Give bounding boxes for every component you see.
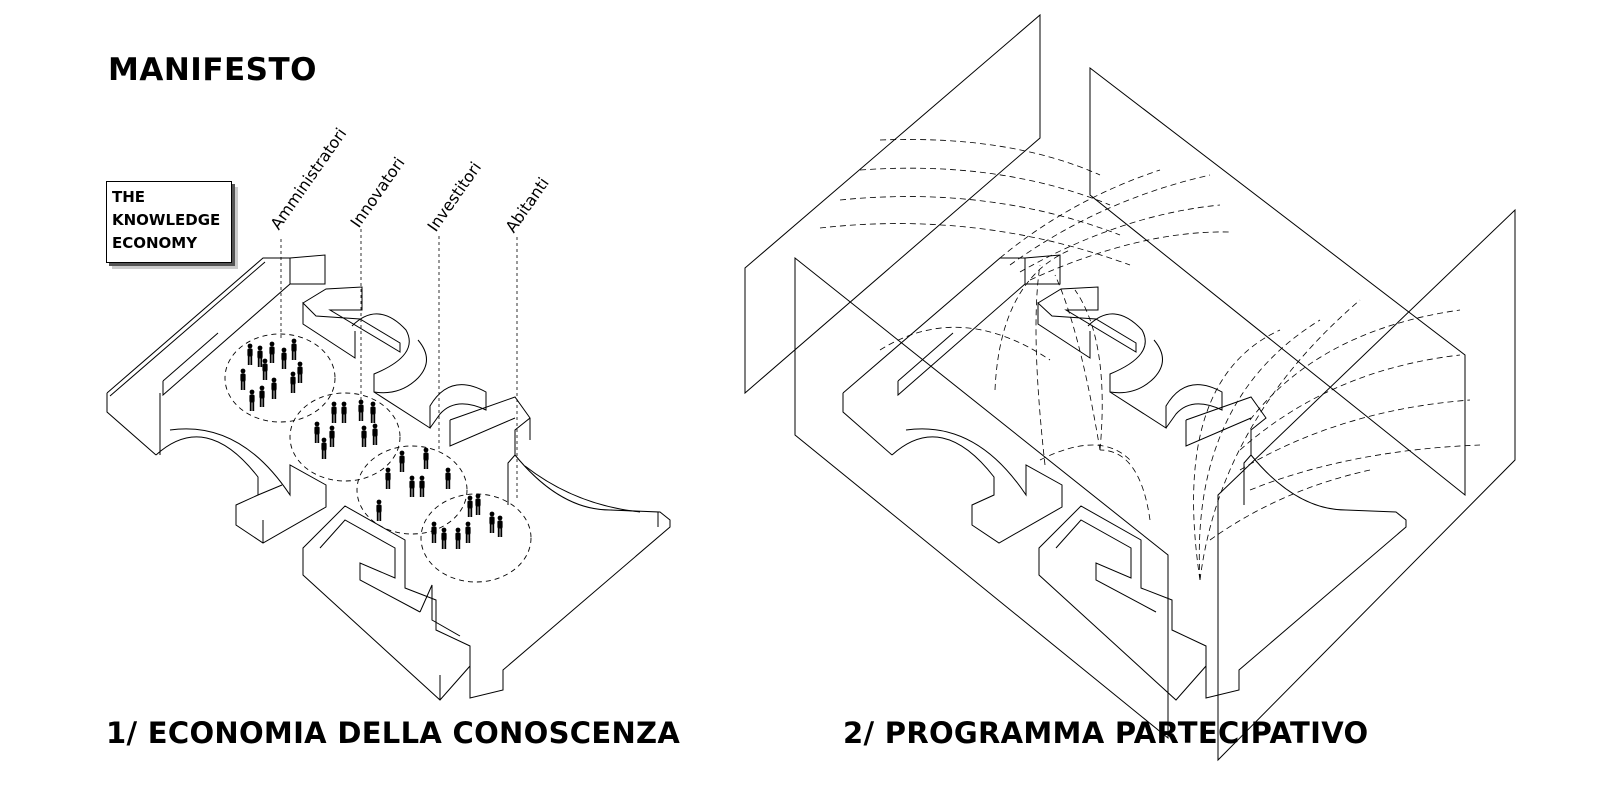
r-outer-wall-north [842,257,1026,456]
circle-innovatori [289,392,401,482]
east-wing [469,454,671,699]
plane-north [1089,66,1466,497]
left-building-plan [106,254,671,701]
south-block-inner [302,519,441,700]
r-gate-east [1185,396,1267,505]
circle-investitori [356,445,468,535]
circle-abitanti [420,493,532,583]
central-curve [351,313,427,394]
r-west-wing [891,428,1063,544]
group-circles [224,333,532,583]
circle-amministratori [224,333,336,423]
knowledge-box-line-1: THE [112,188,146,206]
people-silhouettes [240,338,503,549]
west-wing [155,428,327,544]
caption-left: 1/ ECONOMIA DELLA CONOSCENZA [106,716,681,750]
r-south-block-inner [1055,519,1157,613]
knowledge-box-line-3: ECONOMY [112,234,198,252]
right-planes [744,13,1516,762]
right-building-plan [842,254,1407,701]
caption-right: 2/ PROGRAMMA PARTECIPATIVO [843,716,1369,750]
r-central-curve [1087,313,1163,394]
r-inner-wall-north [1037,286,1137,359]
plane-west [794,256,1169,740]
page-title: MANIFESTO [108,52,317,88]
knowledge-economy-box: THE KNOWLEDGE ECONOMY [106,181,232,263]
plane-east [1217,208,1516,762]
r-gate-pillar [1024,254,1061,285]
east-wing-curve [524,465,641,513]
participation-arcs [819,139,1481,581]
wall-ribbon-1 [109,261,266,455]
outer-wall-north [106,257,291,456]
south-niche [419,584,461,637]
r-south-block [1038,505,1207,701]
r-east-wing [1205,454,1407,699]
gate-pillar [289,254,326,285]
west-wing-edges [235,484,283,543]
knowledge-box-line-2: KNOWLEDGE [112,211,221,229]
gate-east [449,396,531,505]
inner-wall-north [302,286,401,359]
r-central-bend [1109,384,1223,429]
central-bend [373,384,487,429]
south-block [302,505,471,701]
plane-northwest [744,13,1041,395]
leader-lines [280,229,518,500]
